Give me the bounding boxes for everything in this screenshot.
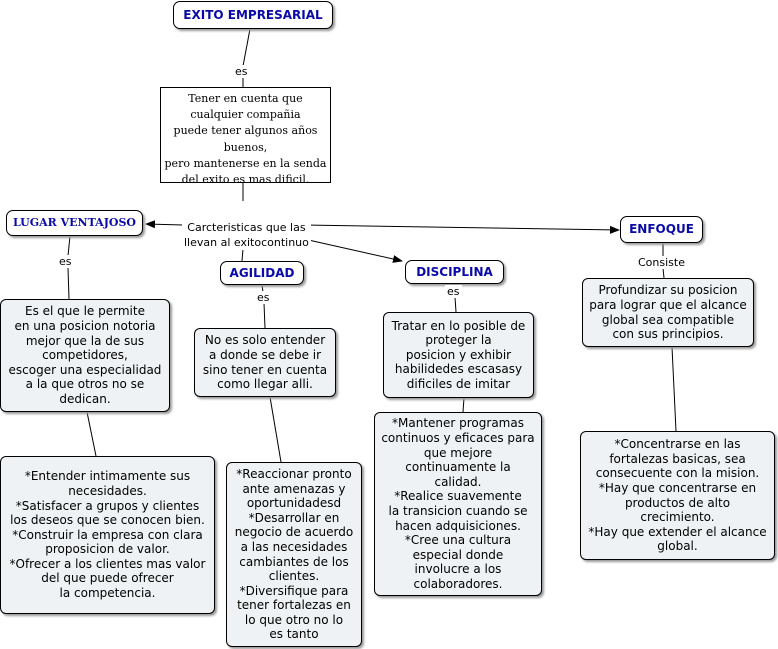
agilidad-label: AGILIDAD	[229, 265, 295, 280]
node-intro-text: Tener en cuenta que cualquier compañia p…	[160, 87, 331, 186]
line-consiste-enfoque-def	[662, 267, 665, 279]
line-agilidad-es	[261, 284, 264, 293]
line-es-disciplina-def	[454, 296, 457, 313]
node-lugar-definicion: Es el que le permite en una posicion not…	[0, 299, 170, 412]
node-exito-empresarial: EXITO EMPRESARIAL	[173, 1, 333, 29]
disciplina-label: DISCIPLINA	[416, 264, 493, 279]
node-agilidad-definicion: No es solo entender a donde se debe ir s…	[194, 328, 336, 397]
node-enfoque-definicion: Profundizar su posicion para lograr que …	[582, 278, 754, 347]
node-lugar-ventajoso: LUGAR VENTAJOSO	[6, 210, 143, 236]
node-agilidad-lista: *Reaccionar pronto ante amenazas y oport…	[226, 462, 362, 647]
exito-label: EXITO EMPRESARIAL	[183, 7, 323, 22]
line-enfoque-def-list	[671, 346, 677, 432]
node-disciplina: DISCIPLINA	[405, 260, 504, 284]
arrow-to-lugar	[145, 220, 184, 229]
arrow-to-enfoque	[303, 224, 620, 234]
lugar-label: LUGAR VENTAJOSO	[12, 215, 137, 229]
node-enfoque: ENFOQUE	[620, 216, 703, 243]
node-lugar-lista: *Entender intimamente sus necesidades. *…	[0, 456, 215, 614]
line-es-agilidad-def	[263, 302, 266, 329]
node-disciplina-lista: *Mantener programas continuos y eficaces…	[374, 412, 542, 596]
node-caracteristicas: Carcteristicas que las llevan al exitoco…	[182, 220, 311, 250]
link-label-es-lugar: es	[57, 255, 74, 268]
line-exito-es	[242, 28, 251, 67]
line-disciplina-def-list	[462, 397, 465, 413]
link-label-es-agilidad: es	[255, 291, 272, 304]
enfoque-label: ENFOQUE	[629, 222, 694, 237]
line-lugar-def-list	[86, 411, 97, 457]
line-to-agilidad	[241, 248, 244, 262]
link-label-consiste: Consiste	[636, 256, 687, 269]
line-lugar-es	[67, 235, 71, 257]
arrow-to-disciplina	[303, 238, 403, 263]
node-disciplina-definicion: Tratar en lo posible de proteger la posi…	[383, 312, 534, 398]
node-agilidad: AGILIDAD	[220, 261, 304, 285]
link-label-es-disciplina: es	[445, 285, 462, 298]
node-enfoque-lista: *Concentrarse en las fortalezas basicas,…	[580, 431, 775, 560]
line-agilidad-def-list	[269, 396, 282, 463]
line-es-lugar-def	[67, 267, 70, 300]
link-label-es-top: es	[233, 65, 250, 78]
